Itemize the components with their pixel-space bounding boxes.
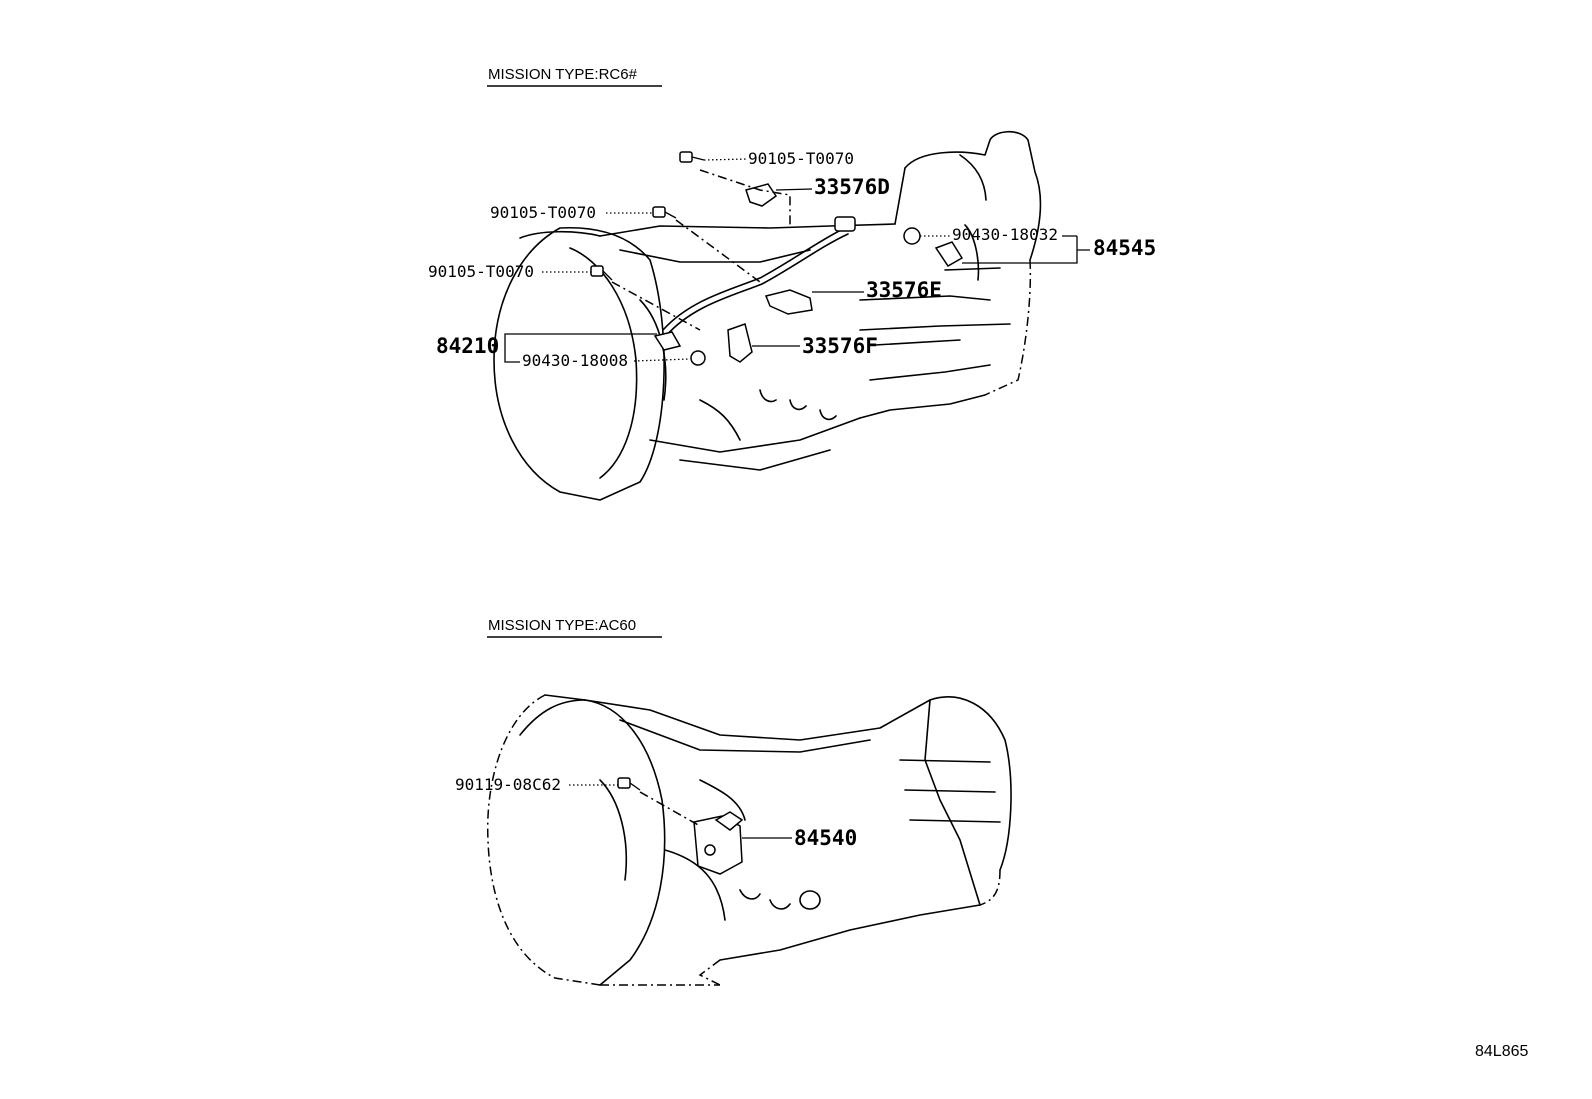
part-label-90430-18032: 90430-18032 (952, 225, 1058, 244)
ac60-section: MISSION TYPE:AC60 (455, 617, 1012, 986)
bracket-icon (764, 289, 813, 315)
part-label-33576e: 33576E (866, 278, 942, 302)
rc6-section: MISSION TYPE:RC6# (428, 66, 1156, 501)
bolt-icon (590, 265, 613, 281)
rc6-wire-harness (662, 227, 846, 331)
bolt-icon (652, 206, 677, 219)
part-label-33576f: 33576F (802, 334, 878, 358)
part-label-90119-08c62: 90119-08C62 (455, 775, 561, 794)
bolt-icon (617, 777, 641, 791)
bracket-icon (727, 323, 753, 363)
diagram-reference-code: 84L865 (1475, 1043, 1528, 1060)
ac60-section-title: MISSION TYPE:AC60 (488, 617, 636, 634)
part-label-90105-t0070: 90105-T0070 (748, 149, 854, 168)
part-label-90105-t0070: 90105-T0070 (428, 262, 534, 281)
ac60-transmission-outline (486, 694, 1012, 986)
rc6-section-title: MISSION TYPE:RC6# (488, 66, 638, 83)
sensor-icon (934, 241, 964, 267)
bolt-icon (679, 151, 705, 163)
part-label-90105-t0070: 90105-T0070 (490, 203, 596, 222)
part-label-84540: 84540 (794, 826, 857, 850)
bracket-icon (745, 183, 778, 207)
gasket-ring-icon (903, 227, 921, 245)
connector-icon (834, 216, 856, 232)
part-label-33576d: 33576D (814, 175, 890, 199)
shift-sensor-icon (693, 811, 744, 875)
part-label-90430-18008: 90430-18008 (522, 351, 628, 370)
sensor-icon (653, 331, 682, 351)
part-label-84210: 84210 (436, 334, 499, 358)
part-label-84545: 84545 (1093, 236, 1156, 260)
gasket-ring-icon (690, 350, 706, 366)
